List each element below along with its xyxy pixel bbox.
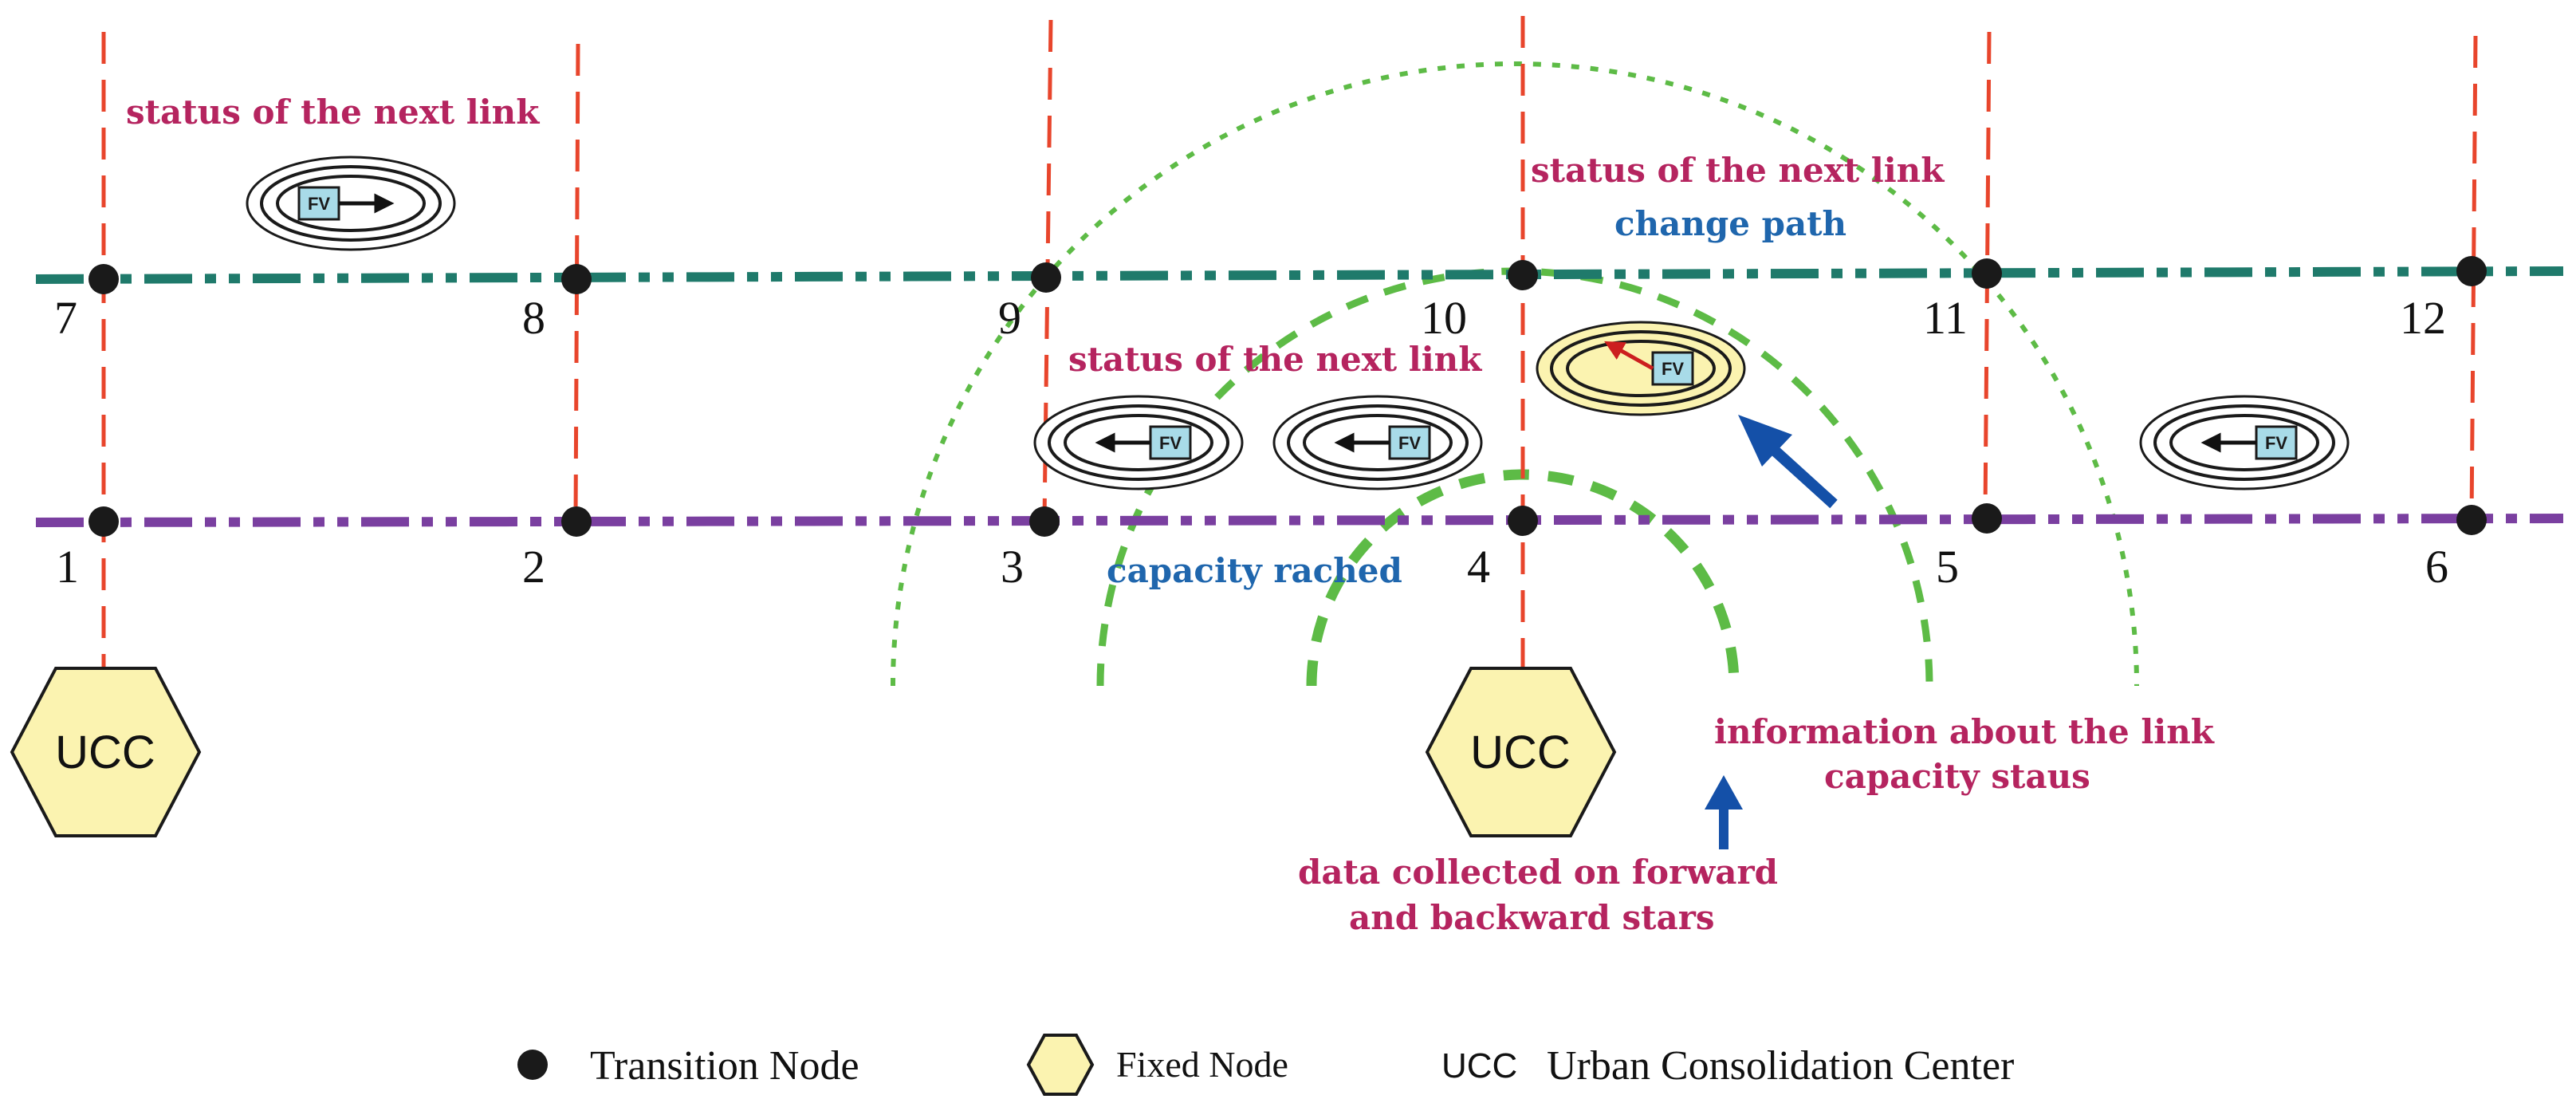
legend-ucc-full: Urban Consolidation Center [1547,1043,2014,1089]
label-status-next-link-mid: status of the next link [1068,340,1482,379]
vehicle-label: FV [308,194,330,214]
arrow-up-data-collected [1705,775,1743,849]
ucc-label-left: UCC [55,727,155,778]
vehicle-7-8: FV [246,156,456,251]
vehicle-5-6: FV [2139,395,2350,490]
node-numbers-lower: 1 2 3 4 5 6 [56,541,2448,593]
label-info-link-capacity-1: information about the link [1714,712,2215,751]
node-number-5: 5 [1936,541,1959,593]
transition-node-9 [1031,262,1061,293]
node-number-12: 12 [2400,292,2446,344]
blue-arrows [1705,415,1838,849]
transition-node-6 [2456,505,2487,535]
arrow-to-highlighted-vehicle [1738,415,1838,509]
vehicle-3-4-left: FV [1033,395,1244,490]
transition-node-12 [2456,256,2487,286]
transition-node-10 [1508,260,1538,290]
range-arc-large [891,61,2139,687]
transition-node-5 [1972,503,2002,534]
node-number-10: 10 [1421,292,1467,344]
ucc-label-center: UCC [1470,727,1571,778]
transition-node-8 [561,264,592,294]
ucc-fixed-node-left: UCC [10,667,202,837]
node-number-4: 4 [1467,541,1490,593]
vehicle-label: FV [1398,433,1421,453]
legend-fixed-node-icon [1026,1034,1095,1096]
label-data-collected-2: and backward stars [1349,898,1715,937]
legend: Transition Node Fixed Node UCC Urban Con… [517,1034,2014,1096]
ucc-fixed-node-center: UCC [1425,667,1617,837]
transition-nodes-lower [88,503,2487,537]
annotations: status of the next link status of the ne… [126,93,2215,937]
label-change-path: change path [1614,204,1846,243]
node-number-7: 7 [54,292,77,344]
transition-node-7 [88,264,119,294]
transition-nodes-upper [88,256,2487,294]
vehicle-label: FV [1662,359,1684,379]
label-capacity-reached: capacity rached [1107,551,1402,590]
node-number-2: 2 [522,541,545,593]
vehicle-highlighted-changing-path: FV [1536,321,1746,416]
vehicle-label: FV [1159,433,1182,453]
legend-ucc-abbr: UCC [1441,1046,1517,1085]
upper-link [35,266,2564,284]
transition-node-11 [1972,258,2002,289]
label-status-next-link-left: status of the next link [126,93,540,132]
node-number-6: 6 [2425,541,2448,593]
node-numbers-upper: 7 8 9 10 11 12 [54,292,2446,344]
lower-link [35,514,2564,527]
node-number-11: 11 [1923,292,1968,344]
label-info-link-capacity-2: capacity staus [1824,757,2090,796]
legend-fixed-node-label: Fixed Node [1116,1044,1288,1085]
vertical-link-2-8 [573,43,580,521]
legend-transition-node-label: Transition Node [590,1043,859,1089]
label-data-collected-1: data collected on forward [1298,853,1778,892]
node-number-8: 8 [522,292,545,344]
transition-node-4 [1508,506,1538,536]
transition-node-2 [561,506,592,537]
node-number-1: 1 [56,541,79,593]
label-status-next-link-right: status of the next link [1531,151,1945,190]
vehicle-3-4-right: FV [1272,395,1483,490]
legend-transition-node-icon [517,1050,548,1080]
transition-node-1 [88,506,119,537]
node-number-3: 3 [1001,541,1024,593]
transition-node-3 [1029,506,1060,537]
node-number-9: 9 [998,292,1021,344]
vehicle-label: FV [2265,433,2287,453]
